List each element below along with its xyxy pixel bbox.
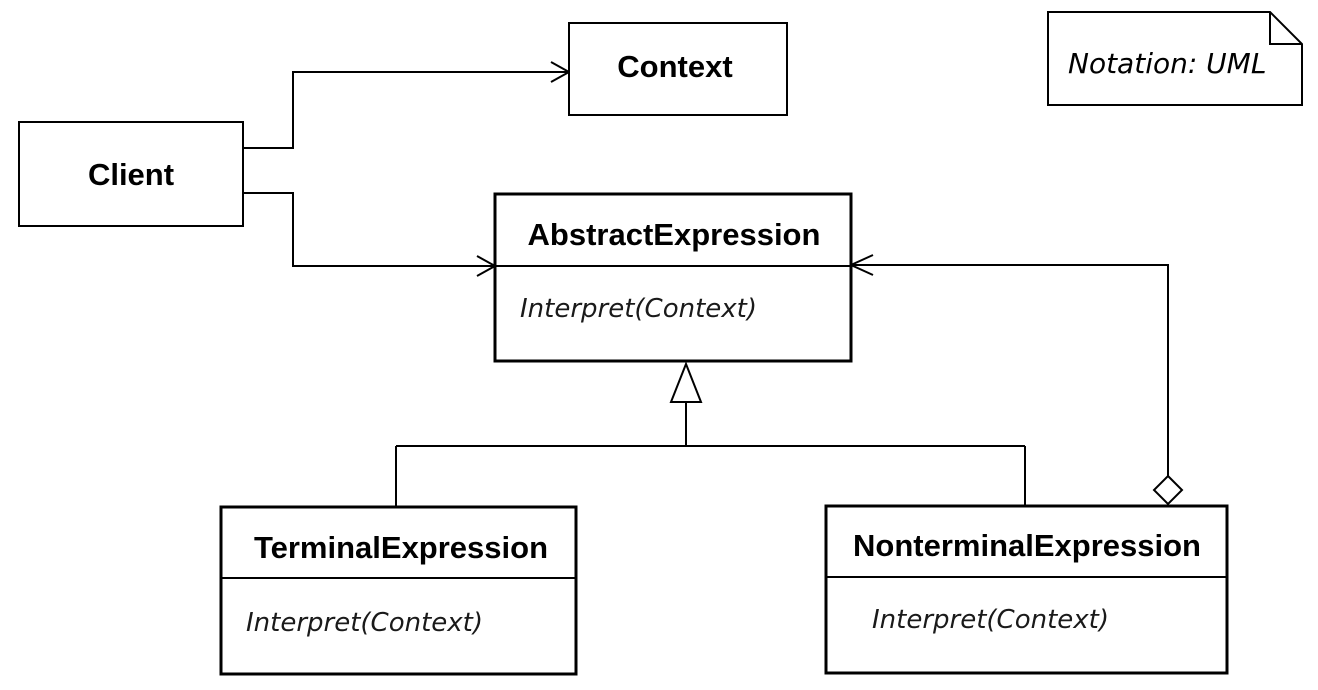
association-client-context xyxy=(243,61,572,149)
association-client-abstract-expression xyxy=(243,192,498,277)
class-abstract-expression: AbstractExpression Interpret(Context) xyxy=(493,192,853,363)
note-text: Notation: UML xyxy=(1068,47,1266,80)
class-operation: Interpret(Context) xyxy=(520,294,757,324)
inheritance-triangle xyxy=(669,361,703,403)
class-operation: Interpret(Context) xyxy=(872,605,1109,635)
class-nonterminal-expression: NonterminalExpression Interpret(Context) xyxy=(824,504,1229,675)
class-context: Context xyxy=(568,22,788,116)
class-name: AbstractExpression xyxy=(528,217,821,252)
aggregation-nonterminal-abstract-expression xyxy=(848,254,1184,506)
notation-note: Notation: UML xyxy=(1047,11,1303,106)
class-name: NonterminalExpression xyxy=(853,528,1201,563)
class-operation: Interpret(Context) xyxy=(246,608,483,638)
class-name: Context xyxy=(617,49,732,84)
generalization-tree xyxy=(395,361,1026,507)
class-name: TerminalExpression xyxy=(254,530,548,565)
class-name: Client xyxy=(88,157,174,192)
class-client: Client xyxy=(18,121,244,227)
aggregation-diamond xyxy=(1152,474,1184,506)
class-terminal-expression: TerminalExpression Interpret(Context) xyxy=(219,505,578,676)
